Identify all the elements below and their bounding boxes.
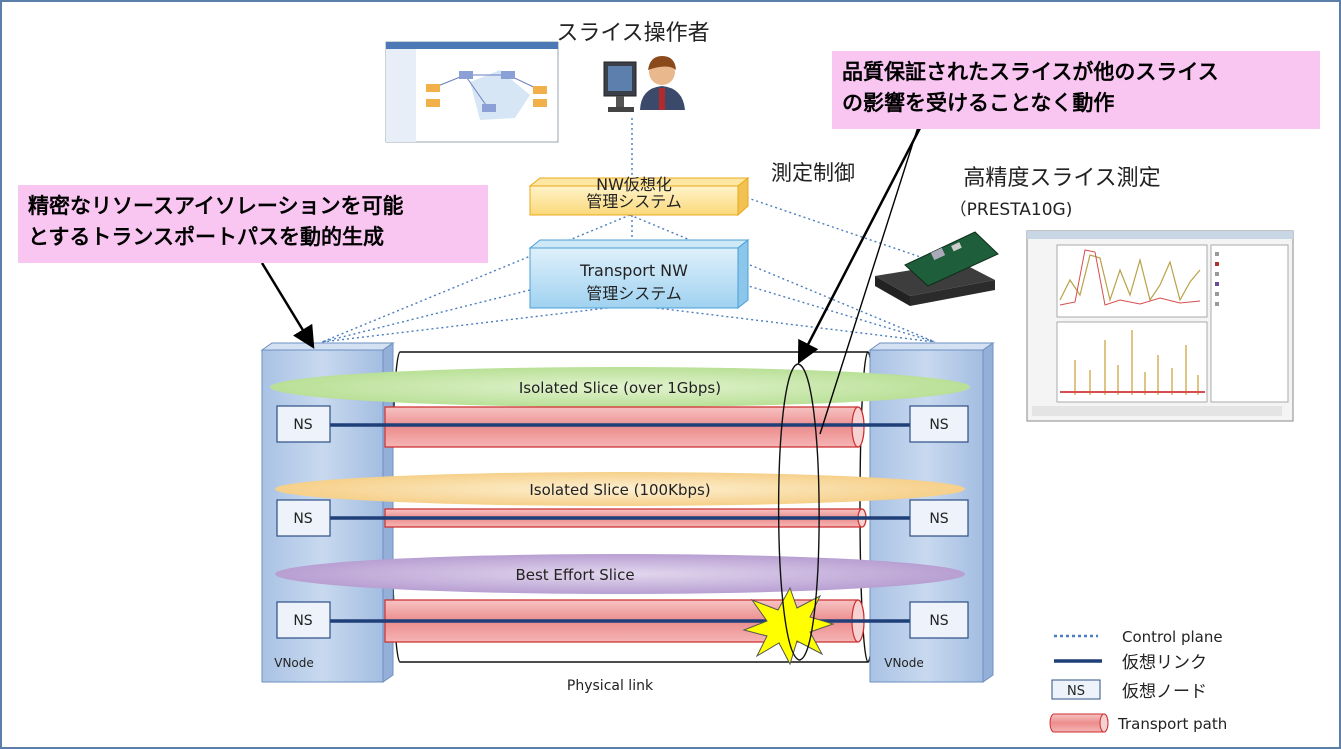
slice-ellipse-2 <box>275 472 965 506</box>
transport-nw-box-line2: 管理システム <box>586 284 682 303</box>
ns-left-1: NS <box>293 417 312 433</box>
measurement-control-label: 測定制御 <box>771 161 855 185</box>
management-gui-thumbnail <box>385 41 559 143</box>
measurement-subtitle: （PRESTA10G) <box>950 200 1073 220</box>
presta-device-icon <box>875 231 999 306</box>
callout-left-line2: とするトランスポートパスを動的生成 <box>28 225 384 249</box>
measurement-loop <box>777 363 820 661</box>
legend-transport-path: Transport path <box>1117 715 1227 733</box>
legend-symbols <box>1049 634 1109 733</box>
vnode-right-label: VNode <box>884 656 924 670</box>
callout-left-line1: 精密なリソースアイソレーションを可能 <box>28 194 404 218</box>
callout-right: 品質保証されたスライスが他のスライス の影響を受けることなく動作 <box>832 51 1320 129</box>
slice-label-3: Best Effort Slice <box>515 566 634 584</box>
right-callout-arrow <box>797 127 922 364</box>
measurement-line <box>819 101 927 435</box>
operator-label: スライス操作者 <box>556 21 709 46</box>
physical-link-label: Physical link <box>567 678 654 694</box>
measurement-screenshot <box>1026 230 1294 422</box>
ns-right-3: NS <box>929 613 948 629</box>
transport-nw-box-shape <box>528 238 750 310</box>
ns-right-2: NS <box>929 511 948 527</box>
legend-virtual-link: 仮想リンク <box>1122 653 1207 673</box>
control-plane-lines <box>321 118 936 343</box>
slice-ellipse-1 <box>270 367 970 407</box>
ns-left-3: NS <box>293 613 312 629</box>
left-callout-arrow <box>260 262 315 349</box>
ns-left-2: NS <box>293 511 312 527</box>
callout-right-line2: の影響を受けることなく動作 <box>842 91 1115 115</box>
slice-label-2: Isolated Slice (100Kbps) <box>529 481 710 499</box>
legend-transport-path-icon <box>1049 713 1109 733</box>
legend-virtual-node: 仮想ノード <box>1122 682 1207 702</box>
transport-pipe-1 <box>384 406 865 448</box>
vnode-left-label: VNode <box>274 656 314 670</box>
legend-ns-label: NS <box>1067 684 1085 699</box>
nw-virtualization-box-line2: 管理システム <box>586 192 682 211</box>
measurement-title: 高精度スライス測定 <box>963 166 1160 191</box>
slice-label-1: Isolated Slice (over 1Gbps) <box>519 379 721 397</box>
callout-left: 精密なリソースアイソレーションを可能 とするトランスポートパスを動的生成 <box>18 185 488 263</box>
ns-right-1: NS <box>929 417 948 433</box>
transport-nw-box-line1: Transport NW <box>579 261 688 280</box>
legend-ns-box-icon <box>1051 679 1101 700</box>
ns-box-shapes <box>276 405 969 639</box>
operator-icon <box>603 56 685 112</box>
legend-control-plane: Control plane <box>1122 628 1223 646</box>
slice-ellipse-3 <box>275 554 965 594</box>
nw-virtualization-box-line1: NW仮想化 <box>596 175 672 194</box>
nw-virtualization-box-shape <box>528 176 750 217</box>
callout-right-line1: 品質保証されたスライスが他のスライス <box>842 60 1219 84</box>
interference-burst-icon <box>742 586 835 666</box>
